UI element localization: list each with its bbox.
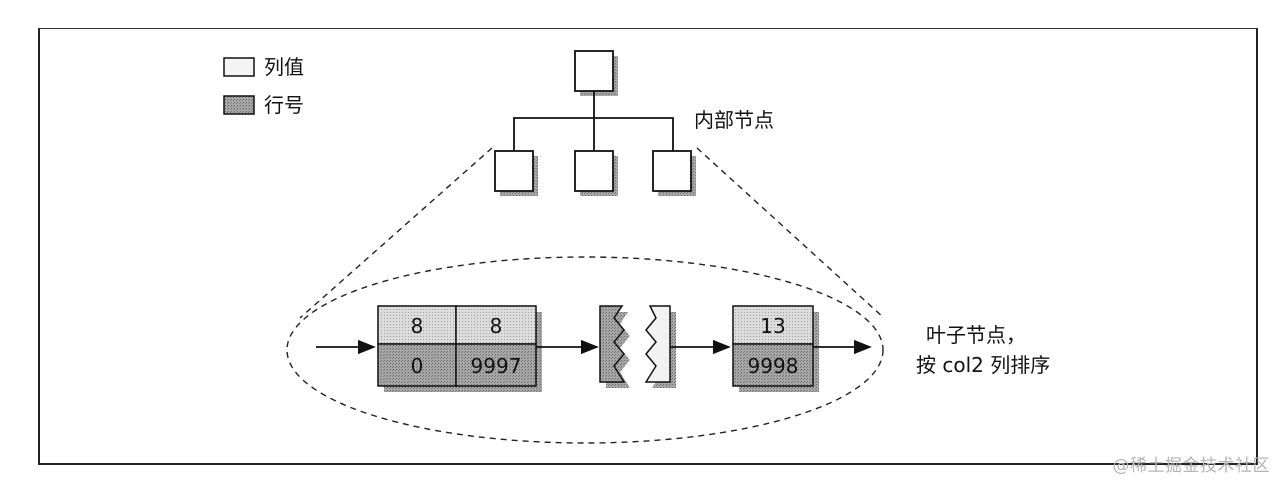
- legend-swatch-column-value: [223, 57, 255, 77]
- internal-nodes-label: 内部节点: [694, 108, 774, 132]
- value-label: 8: [411, 314, 424, 338]
- row-number-label: 9998: [748, 354, 799, 378]
- internal-node: [574, 150, 614, 192]
- leaf-page: 13 9998: [732, 305, 819, 392]
- figure-frame: [38, 28, 1258, 465]
- watermark: @稀土掘金技术社区: [1112, 456, 1270, 476]
- row-number-cell: [377, 343, 457, 387]
- value-label: 8: [490, 314, 503, 338]
- torn-page-left: [599, 305, 626, 383]
- legend-label-column-value: 列值: [264, 55, 304, 79]
- leaf-level-ellipse: [286, 256, 884, 444]
- row-number-cell: [455, 343, 537, 387]
- leaf-nodes-label-line2: 按 col2 列排序: [916, 353, 1050, 377]
- internal-node-tree: 内部节点: [494, 50, 774, 196]
- row-number-label: 9997: [471, 354, 522, 378]
- internal-node: [652, 150, 692, 192]
- leaf-page: 8 8 0 9997: [377, 305, 542, 392]
- internal-node: [494, 150, 534, 192]
- leaf-nodes-label-line1: 叶子节点，: [926, 323, 1026, 347]
- leaf-zoom-outline: [286, 147, 885, 444]
- zoom-line-right: [696, 147, 885, 319]
- row-number-label: 0: [411, 354, 424, 378]
- root-node: [574, 50, 614, 92]
- legend-label-row-number: 行号: [264, 93, 304, 117]
- zoom-line-left: [299, 147, 493, 319]
- omitted-pages-break: [599, 305, 676, 388]
- legend-swatch-row-number: [223, 95, 255, 115]
- value-label: 13: [760, 314, 785, 338]
- tree-connector: [513, 90, 674, 152]
- legend: 列值 行号: [223, 55, 304, 117]
- row-number-cell: [732, 343, 814, 387]
- torn-page-right: [644, 305, 671, 383]
